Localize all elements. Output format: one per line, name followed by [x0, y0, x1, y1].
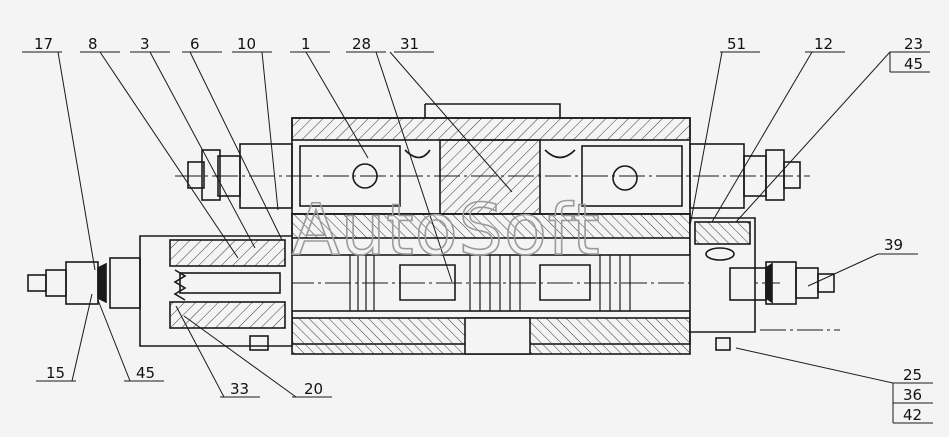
callout-label: 15 [46, 364, 65, 382]
callout-label: 10 [237, 35, 256, 53]
callouts: 17 8 3 6 10 1 28 31 51 12 23 45 39 15 45… [34, 35, 923, 424]
callout-label: 8 [88, 35, 98, 53]
callout-label: 17 [34, 35, 53, 53]
callout-label: 20 [304, 380, 323, 398]
callout-label: 28 [352, 35, 371, 53]
leader-lines [22, 51, 933, 424]
callout-label: 33 [230, 380, 249, 398]
callout-label: 31 [400, 35, 419, 53]
callout-label: 3 [140, 35, 150, 53]
callout-label: 42 [903, 406, 922, 424]
callout-label: 1 [301, 35, 311, 53]
callout-label: 6 [190, 35, 200, 53]
callout-label: 25 [903, 366, 922, 384]
callout-label: 51 [727, 35, 746, 53]
callout-label: 39 [884, 236, 903, 254]
callout-label: 45 [136, 364, 155, 382]
callout-label: 45 [904, 55, 923, 73]
valve-body [27, 103, 840, 355]
callout-label: 36 [903, 386, 922, 404]
callout-label: 12 [814, 35, 833, 53]
callout-label: 23 [904, 35, 923, 53]
watermark-text: AutoSoft [292, 189, 601, 271]
